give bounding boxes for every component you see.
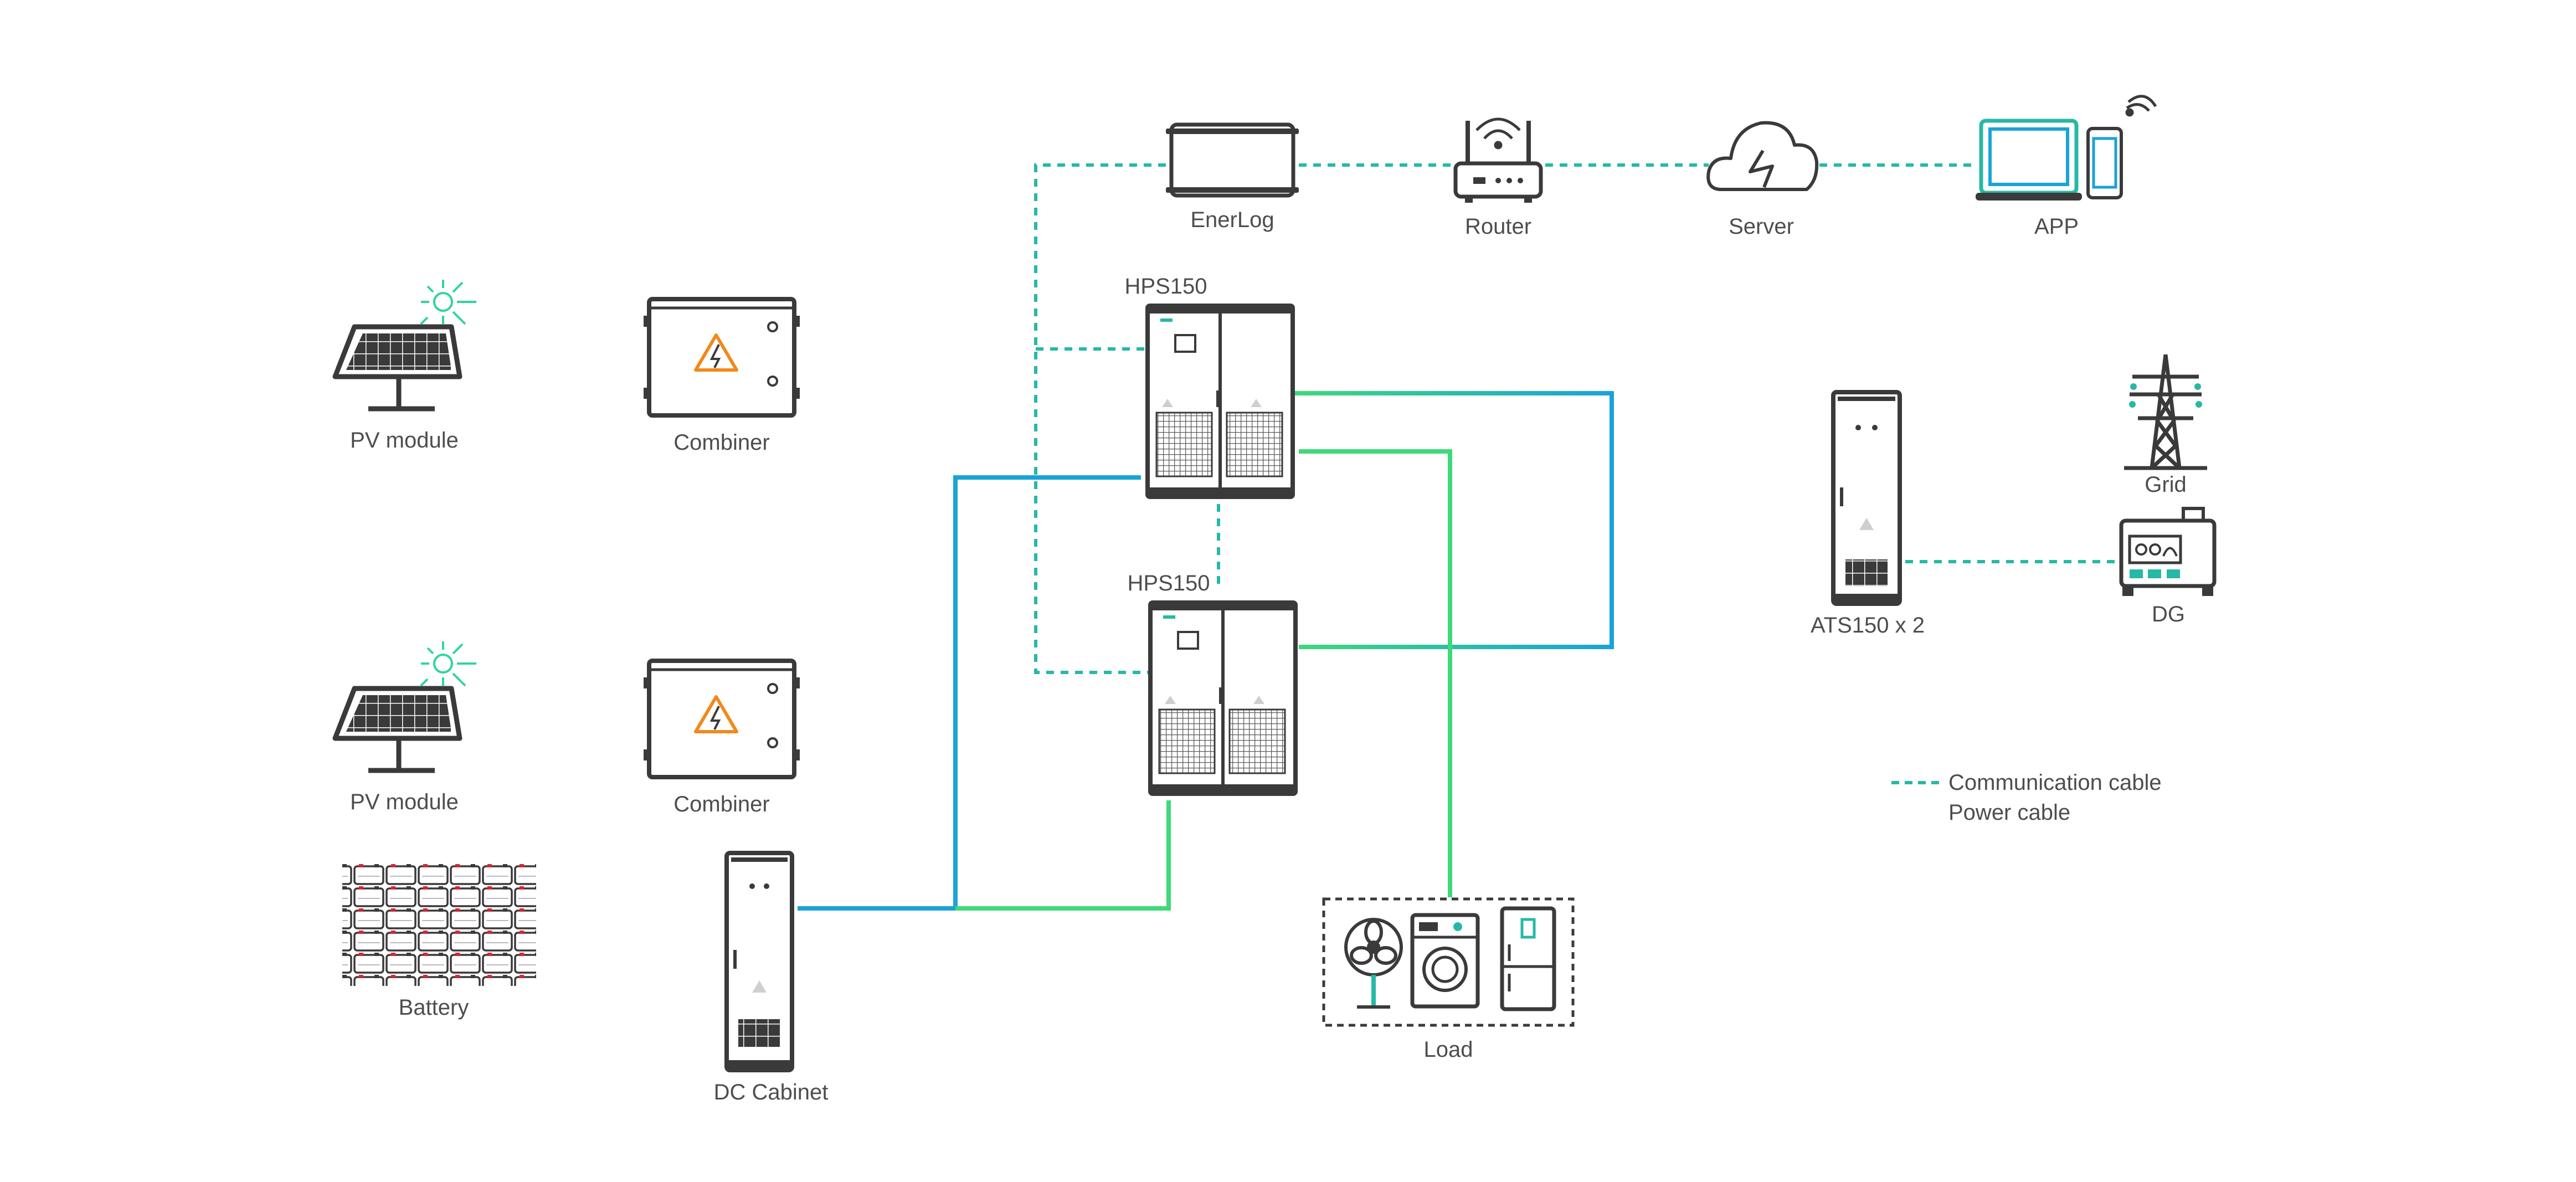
diesel-generator-icon bbox=[2119, 507, 2217, 596]
ats150-label: ATS150 x 2 bbox=[1811, 613, 1925, 638]
server: Server bbox=[1706, 121, 1819, 239]
battery-bank-icon bbox=[342, 864, 536, 986]
communication-cables bbox=[1034, 163, 2116, 674]
combiner-top-label: Combiner bbox=[673, 430, 769, 455]
router: Router bbox=[1453, 117, 1543, 239]
pv-module-top-label: PV module bbox=[350, 428, 459, 453]
router-icon bbox=[1453, 117, 1543, 203]
data-logger-icon bbox=[1166, 122, 1299, 198]
sun-icon bbox=[420, 641, 476, 687]
grid-label: Grid bbox=[2145, 472, 2187, 497]
legend-power-label: Power cable bbox=[1948, 800, 2070, 825]
dc-cabinet-label: DC Cabinet bbox=[714, 1080, 829, 1104]
solar-panel-icon bbox=[332, 324, 462, 412]
hps150-top: HPS150 bbox=[1125, 274, 1295, 499]
hps150-bottom: HPS150 bbox=[1128, 571, 1298, 796]
hps150-bottom-label: HPS150 bbox=[1128, 571, 1210, 595]
sun-icon bbox=[420, 280, 476, 325]
dg: DG bbox=[2119, 507, 2217, 626]
app-label: APP bbox=[2034, 214, 2079, 239]
power-cable-hps-top-load bbox=[1299, 449, 1452, 897]
wifi-icon bbox=[2125, 95, 2157, 117]
fan-icon bbox=[1344, 918, 1403, 1009]
wifi-icon bbox=[1475, 117, 1521, 150]
power-cable-hps-top-ac bbox=[1293, 391, 1614, 649]
warning-icon bbox=[694, 333, 738, 372]
enerlog: EnerLog bbox=[1166, 122, 1299, 232]
combiner-box-icon bbox=[644, 659, 800, 779]
power-cables bbox=[460, 363, 2121, 913]
laptop-phone-icon bbox=[1976, 95, 2157, 201]
battery: Battery bbox=[342, 864, 536, 1020]
cloud-server-icon bbox=[1706, 121, 1819, 191]
washing-machine-icon bbox=[1410, 913, 1480, 1009]
combiner-top: Combiner bbox=[644, 297, 800, 455]
enerlog-label: EnerLog bbox=[1190, 208, 1274, 232]
dc-cabinet-icon bbox=[724, 851, 794, 1072]
pv-module-bottom-label: PV module bbox=[350, 790, 459, 814]
dc-cabinet: DC Cabinet bbox=[714, 851, 829, 1104]
load-boundary bbox=[1322, 897, 1575, 1027]
warning-icon bbox=[694, 695, 738, 733]
transmission-tower-icon bbox=[2124, 354, 2207, 470]
dg-label: DG bbox=[2152, 602, 2185, 626]
power-cable-battery-bus-vertical bbox=[953, 475, 1141, 908]
refrigerator-icon bbox=[1500, 906, 1556, 1011]
comm-cable-enerlog-hps bbox=[1034, 163, 1166, 674]
app: APP bbox=[1976, 95, 2157, 239]
legend: Communication cable Power cable bbox=[1891, 770, 2162, 825]
grid: Grid bbox=[2124, 354, 2207, 497]
load-label: Load bbox=[1424, 1037, 1473, 1062]
ats150: ATS150 x 2 bbox=[1811, 390, 1925, 638]
router-label: Router bbox=[1465, 214, 1531, 239]
combiner-bottom-label: Combiner bbox=[673, 792, 769, 816]
power-cable-battery-hps-bottom bbox=[955, 800, 1171, 911]
inverter-cabinet-icon bbox=[1148, 600, 1298, 796]
legend-communication-label: Communication cable bbox=[1948, 770, 2162, 795]
inverter-cabinet-icon bbox=[1145, 304, 1295, 499]
combiner-box-icon bbox=[644, 297, 800, 418]
ats-cabinet-icon bbox=[1831, 390, 1902, 606]
load: Load bbox=[1322, 897, 1575, 1062]
pv-module-top: PV module bbox=[332, 280, 476, 453]
hps150-top-label: HPS150 bbox=[1125, 274, 1207, 299]
solar-panel-icon bbox=[332, 686, 462, 773]
combiner-bottom: Combiner bbox=[644, 659, 800, 816]
battery-label: Battery bbox=[399, 995, 469, 1020]
server-label: Server bbox=[1729, 214, 1794, 239]
pv-module-bottom: PV module bbox=[332, 641, 476, 814]
